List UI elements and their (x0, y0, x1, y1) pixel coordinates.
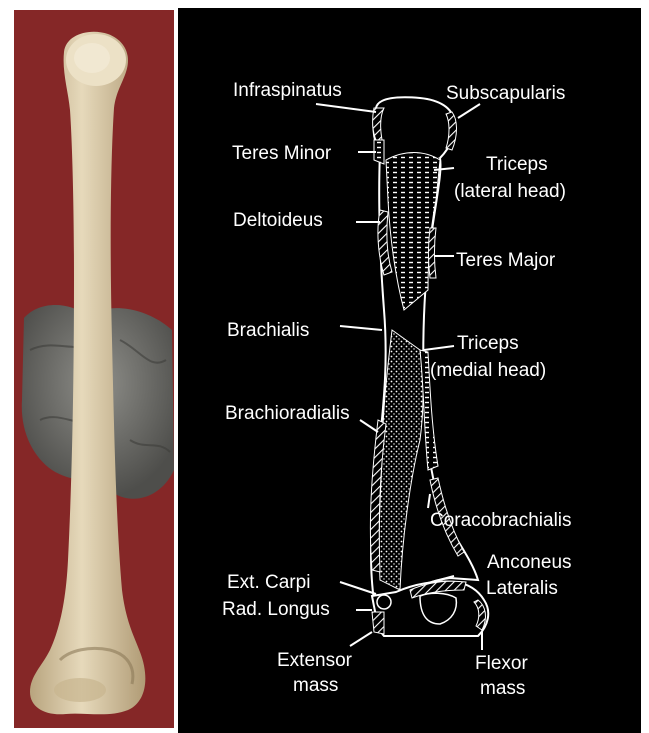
label-flexor-1: Flexor (475, 653, 528, 674)
label-brachioradialis: Brachioradialis (225, 403, 350, 424)
label-brachialis: Brachialis (227, 320, 309, 341)
label-flexor-2: mass (480, 678, 525, 699)
label-triceps-lateral-2: (lateral head) (454, 181, 566, 202)
label-triceps-medial-1: Triceps (457, 333, 519, 354)
teres-major-area (429, 228, 437, 278)
label-ext-carpi-1: Ext. Carpi (227, 572, 310, 593)
label-deltoideus: Deltoideus (233, 210, 323, 231)
bone-photo (14, 10, 174, 728)
label-teres-minor: Teres Minor (232, 143, 332, 164)
label-extensor-2: mass (293, 675, 338, 696)
label-ext-carpi-2: Rad. Longus (222, 599, 330, 620)
label-infraspinatus: Infraspinatus (233, 80, 342, 101)
label-anconeus-2: Lateralis (486, 578, 558, 599)
label-subscapularis: Subscapularis (446, 83, 565, 104)
muscle-diagram: Infraspinatus Subscapularis Teres Minor … (178, 8, 641, 733)
label-triceps-lateral-1: Triceps (486, 154, 548, 175)
extensor-mass-area (372, 612, 384, 634)
label-teres-major: Teres Major (456, 250, 556, 271)
label-triceps-medial-2: (medial head) (430, 360, 546, 381)
ext-carpi-origin (377, 595, 391, 609)
label-extensor-1: Extensor (277, 650, 353, 671)
label-anconeus-1: Anconeus (487, 552, 572, 573)
label-coracobrachialis: Coracobrachialis (430, 510, 572, 531)
